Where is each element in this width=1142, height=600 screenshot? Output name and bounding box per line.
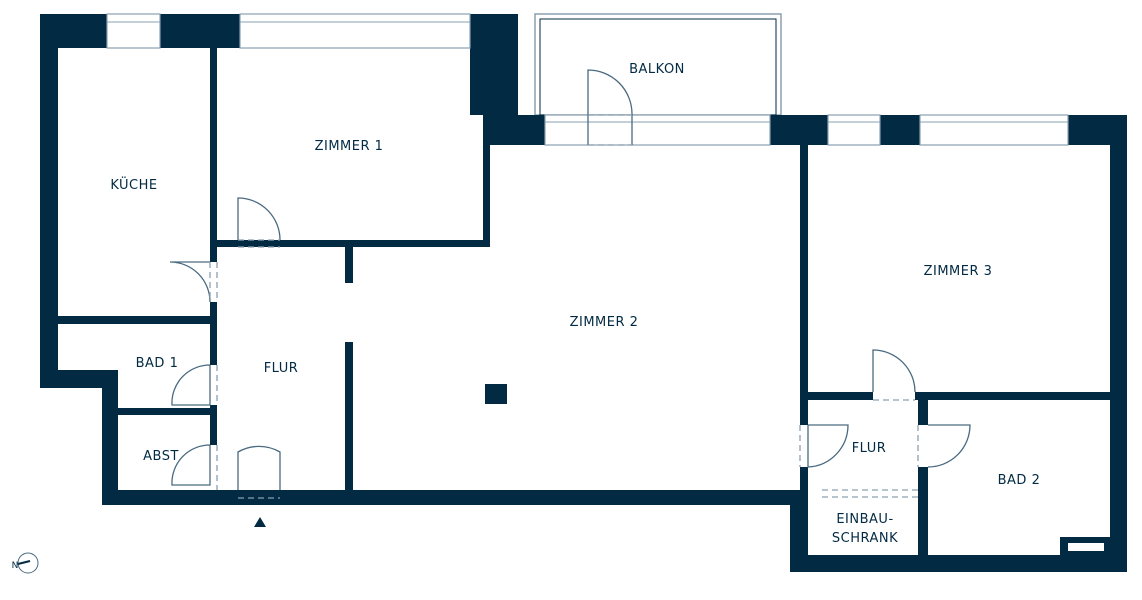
room-label-zimmer-2: ZIMMER 2 — [570, 315, 639, 330]
walls — [40, 14, 1127, 572]
windows — [106, 13, 1069, 146]
room-label-zimmer-3: ZIMMER 3 — [924, 264, 993, 279]
room-label-bad-1: BAD 1 — [136, 356, 179, 371]
doors — [169, 69, 971, 499]
room-labels: KÜCHE ZIMMER 1 BALKON ZIMMER 2 ZIMMER 3 … — [110, 62, 1040, 546]
shaft — [1068, 543, 1104, 551]
room-label-flur-1: FLUR — [264, 361, 299, 376]
compass-label: N — [12, 561, 19, 571]
room-label-einbauschrank-2: SCHRANK — [832, 531, 898, 546]
room-label-zimmer-1: ZIMMER 1 — [315, 139, 384, 154]
room-label-balkon: BALKON — [629, 62, 685, 77]
compass-icon: N — [12, 552, 39, 574]
room-label-bad-2: BAD 2 — [998, 473, 1041, 488]
entrance-arrow-icon — [254, 517, 266, 527]
room-label-einbauschrank-1: EINBAU- — [836, 512, 893, 527]
room-label-abst: ABST — [143, 449, 179, 464]
room-label-flur-2: FLUR — [852, 441, 887, 456]
room-label-kueche: KÜCHE — [110, 176, 157, 193]
